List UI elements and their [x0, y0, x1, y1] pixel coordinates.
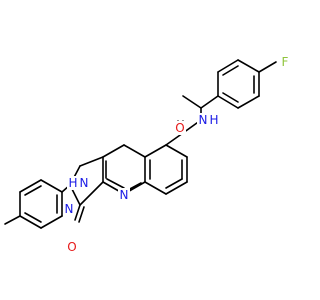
label-background: [66, 240, 78, 254]
label-background: [279, 55, 291, 69]
quinoline-nitrogen-label: N: [120, 188, 129, 202]
molecule-structure-diagram: F O N H H N N O N: [4, 55, 291, 254]
pyrazole-n2-label: N: [65, 202, 74, 216]
bond: [24, 212, 42, 223]
label-background: [174, 121, 186, 135]
bond: [200, 95, 219, 109]
amide-nitrogen-label: N: [199, 113, 208, 127]
bond: [182, 95, 202, 109]
amide-oxygen-label: O: [175, 121, 184, 135]
bond: [237, 59, 260, 73]
bond: [102, 144, 125, 158]
bond: [165, 178, 183, 189]
amide-hydrogen-label: H: [209, 113, 218, 127]
bond: [78, 206, 85, 223]
bond: [258, 61, 277, 73]
bond: [79, 156, 104, 167]
bond: [222, 65, 239, 76]
bond-layer: [4, 59, 277, 229]
bond: [4, 215, 21, 225]
bond: [127, 182, 142, 191]
bond: [19, 215, 42, 229]
bond: [237, 95, 260, 109]
label-background: [197, 113, 209, 127]
bond: [106, 178, 125, 189]
bond: [217, 59, 239, 73]
label-background: [63, 202, 75, 216]
bond: [144, 181, 167, 195]
bond: [40, 179, 63, 193]
atom-label-layer: F O N H H N N O N: [63, 55, 291, 254]
bond: [40, 215, 63, 229]
bond: [217, 95, 239, 109]
bond: [222, 92, 239, 103]
bond: [123, 144, 146, 158]
bond: [165, 181, 188, 195]
pyrazole-nh-label: N: [80, 176, 89, 190]
label-background: [118, 188, 130, 202]
label-background: [208, 113, 220, 127]
ketone-oxygen-label: O: [67, 240, 76, 254]
bond: [79, 181, 104, 206]
label-background: [67, 176, 79, 190]
bond: [165, 144, 188, 158]
pyrazole-hydrogen-label: H: [68, 176, 77, 190]
bond: [19, 179, 42, 193]
label-background: [78, 176, 90, 190]
fluorine-label: F: [282, 55, 289, 69]
bond: [24, 185, 42, 196]
bond: [74, 204, 81, 221]
bond: [144, 144, 167, 158]
